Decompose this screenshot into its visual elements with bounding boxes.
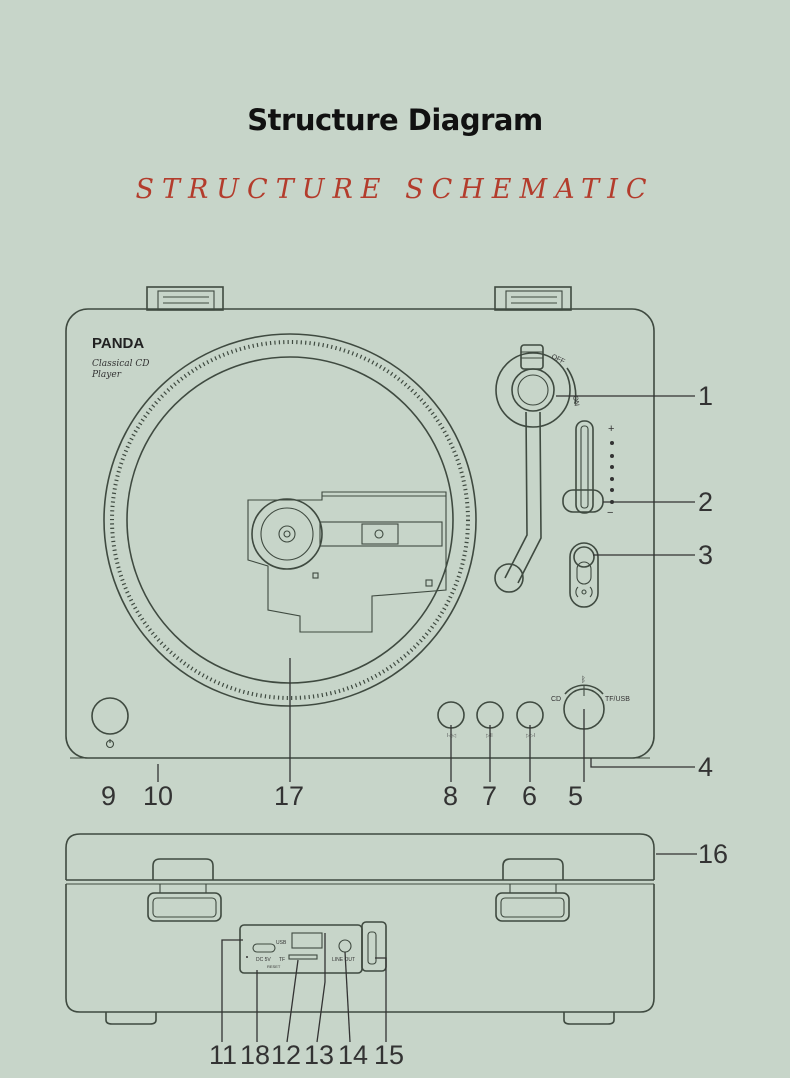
usb-label: USB: [276, 940, 287, 946]
hinge-right: [494, 286, 572, 311]
top-leaders: [157, 395, 695, 782]
back-leaders: [221, 853, 697, 1043]
callout-3: 3: [698, 540, 713, 570]
back-view: DC 5V USB TF RESET LINE OUT: [65, 833, 655, 1025]
callout-2: 2: [698, 487, 713, 517]
callout-12: 12: [271, 1040, 301, 1070]
laser-mechanism: [247, 491, 447, 633]
volume-plus-label: +: [608, 423, 614, 435]
callout-11: 11: [209, 1040, 237, 1070]
tf-slot[interactable]: [288, 954, 318, 960]
callout-9: 9: [101, 781, 116, 811]
model-name-line1: Classical CD: [92, 359, 150, 369]
port-panel: DC 5V USB TF RESET LINE OUT: [239, 921, 387, 974]
callout-16: 16: [698, 839, 728, 869]
latch-right: [495, 858, 570, 922]
tf-label: TF: [279, 957, 285, 963]
bluetooth-icon: ᛒ: [581, 675, 586, 684]
callout-10: 10: [143, 781, 173, 811]
callout-14: 14: [338, 1040, 368, 1070]
svg-text:▷II: ▷II: [486, 733, 493, 739]
power-button[interactable]: [91, 697, 129, 749]
callout-4: 4: [698, 752, 713, 782]
mode-knob[interactable]: CD TF/USB ᛒ: [551, 675, 630, 730]
bluetooth-switch: [569, 542, 599, 608]
volume-slider: + −: [562, 420, 614, 519]
model-name-line2: Player: [91, 370, 122, 380]
dc-label: DC 5V: [256, 957, 271, 963]
sd-slot[interactable]: [367, 931, 377, 965]
callout-18: 18: [240, 1040, 270, 1070]
volume-minus-label: −: [607, 507, 613, 519]
top-view: PANDA Classical CD Player: [65, 286, 655, 759]
callout-5: 5: [568, 781, 583, 811]
page-title: Structure Diagram: [247, 103, 543, 137]
volume-knob[interactable]: [562, 489, 604, 513]
callout-6: 6: [522, 781, 537, 811]
callout-8: 8: [443, 781, 458, 811]
bluetooth-knob[interactable]: [573, 546, 595, 568]
brand-logo: PANDA: [92, 335, 144, 352]
callout-7: 7: [482, 781, 497, 811]
reset-label: RESET: [267, 964, 281, 969]
tonearm-off-label: OFF: [550, 353, 566, 365]
dc-port[interactable]: [252, 943, 276, 953]
callout-17: 17: [274, 781, 304, 811]
hinge-left: [146, 286, 224, 311]
mode-tfusb-label: TF/USB: [605, 696, 630, 703]
line-out-jack[interactable]: [338, 939, 352, 953]
tonearm: OFF ON: [494, 344, 580, 593]
latch-left: [147, 858, 222, 922]
tonearm-on-label: ON: [571, 395, 580, 407]
player-body: [65, 308, 655, 759]
callout-15: 15: [374, 1040, 404, 1070]
line-out-label: LINE OUT: [332, 957, 355, 963]
usb-port[interactable]: [291, 932, 323, 949]
callout-13: 13: [304, 1040, 334, 1070]
callout-1: 1: [698, 381, 713, 411]
page-subtitle: STRUCTURE SCHEMATIC: [135, 174, 655, 205]
mode-cd-label: CD: [551, 696, 561, 703]
disc-platter: [103, 333, 477, 707]
